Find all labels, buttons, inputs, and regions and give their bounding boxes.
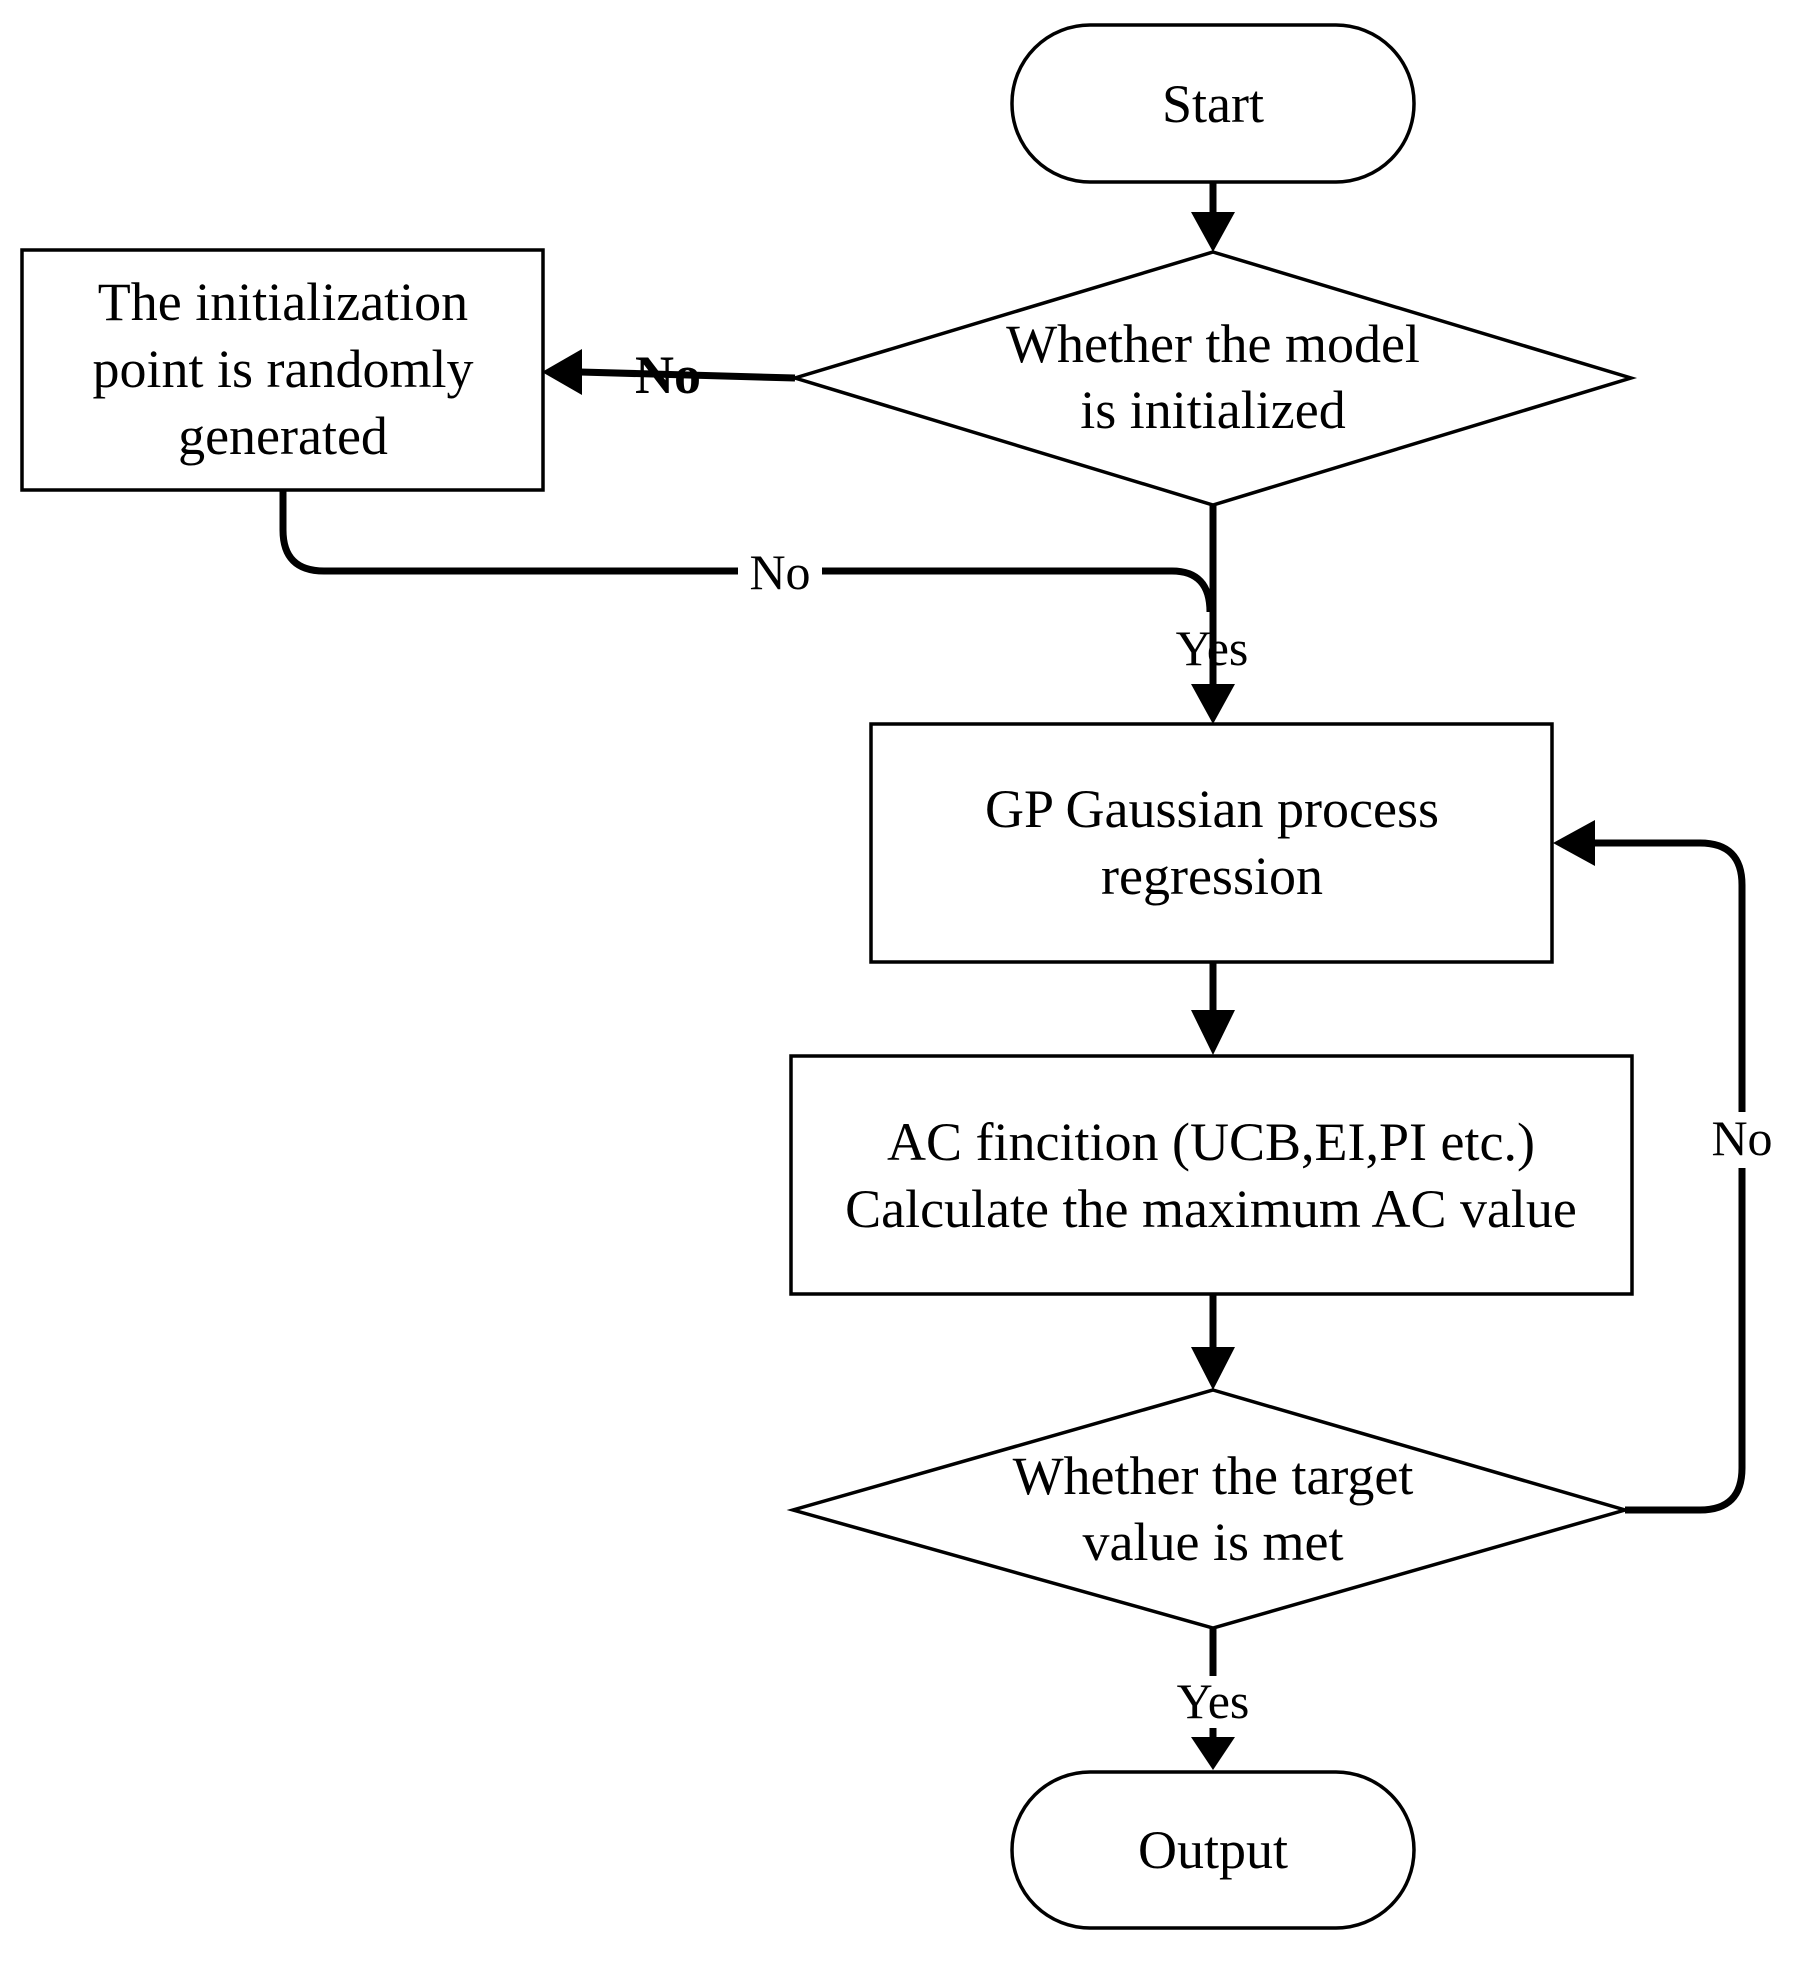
edge-label-random-no: No — [738, 544, 822, 600]
edge-label-target-no-text: No — [1711, 1110, 1772, 1166]
start-label: Start — [1162, 74, 1264, 134]
edge-label-target-yes-text: Yes — [1177, 1673, 1250, 1729]
edge-ac-to-target-decision — [1191, 1295, 1235, 1390]
edge-label-init-no: No — [635, 345, 701, 405]
start-terminal: Start — [1010, 23, 1416, 184]
gp-label-line-1: GP Gaussian process — [985, 779, 1439, 839]
init-decision-label-line-2: is initialized — [1080, 380, 1345, 440]
edge-target-decision-no — [1553, 820, 1746, 1514]
output-label: Output — [1138, 1820, 1288, 1880]
init-decision-diamond: Whether the model is initialized — [788, 250, 1638, 507]
edge-init-decision-no — [542, 349, 796, 395]
edge-random-init-to-merge — [279, 490, 1214, 613]
gp-label-line-2: regression — [1101, 846, 1323, 906]
random-init-label-line-1: The initialization — [98, 272, 468, 332]
edge-label-init-yes-text: Yes — [1176, 620, 1249, 676]
edge-gp-to-ac — [1191, 962, 1235, 1055]
edge-label-target-yes: Yes — [1166, 1673, 1260, 1729]
random-init-label-line-2: point is randomly — [93, 339, 474, 399]
edge-init-decision-yes — [1191, 505, 1235, 724]
ac-label-line-1: AC fincition (UCB,EI,PI etc.) — [887, 1112, 1535, 1172]
edge-label-random-no-text: No — [749, 544, 810, 600]
random-init-label-line-3: generated — [178, 406, 388, 466]
edge-label-init-yes: Yes — [1176, 620, 1249, 676]
edge-label-target-no: No — [1700, 1110, 1784, 1168]
edge-label-init-no-text: No — [635, 345, 701, 405]
target-decision-label-line-2: value is met — [1083, 1512, 1344, 1572]
random-init-process: The initialization point is randomly gen… — [20, 248, 545, 492]
output-terminal: Output — [1010, 1770, 1416, 1930]
edge-start-to-init-decision — [1191, 183, 1235, 252]
gp-process: GP Gaussian process regression — [869, 722, 1554, 964]
ac-process: AC fincition (UCB,EI,PI etc.) Calculate … — [789, 1054, 1634, 1296]
init-decision-label-line-1: Whether the model — [1006, 314, 1420, 374]
target-decision-diamond: Whether the target value is met — [786, 1388, 1632, 1630]
target-decision-label-line-1: Whether the target — [1013, 1446, 1414, 1506]
ac-label-line-2: Calculate the maximum AC value — [845, 1179, 1577, 1239]
